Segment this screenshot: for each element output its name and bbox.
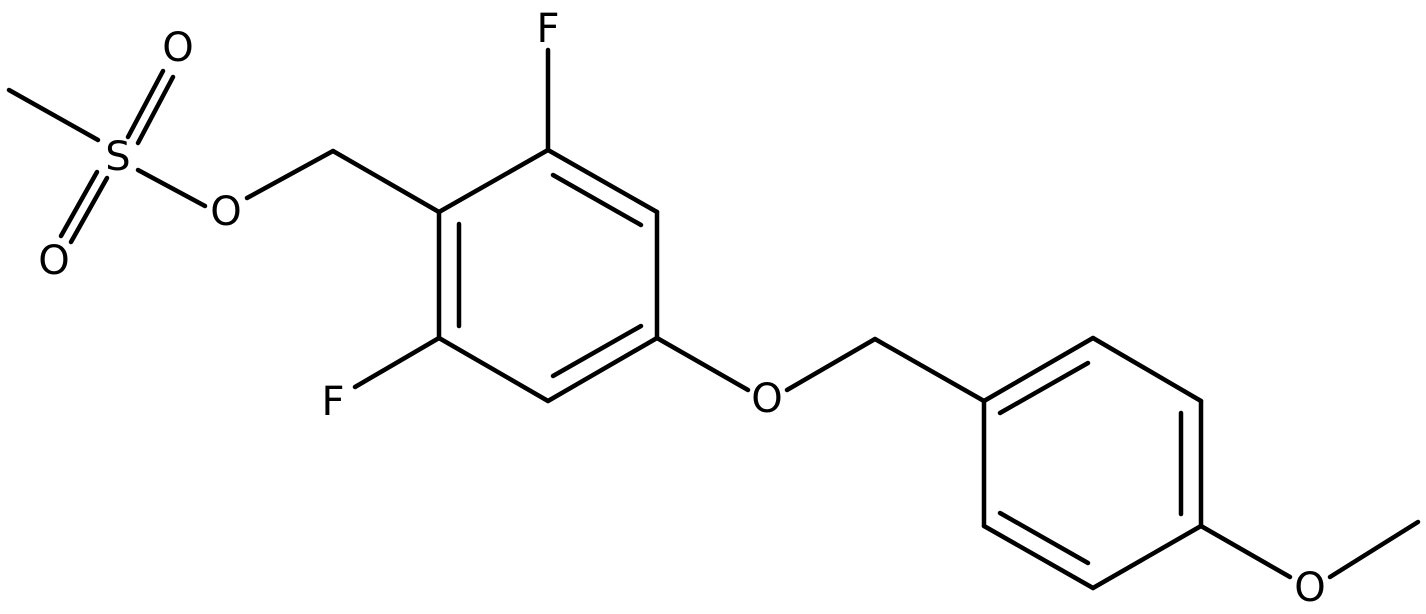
bond-c4-o-methoxy <box>1198 523 1293 580</box>
ring1-bond-c4-c5-inner <box>550 323 644 379</box>
atom-o-methoxy: O <box>1294 565 1325 611</box>
bond-c4-o-ether <box>654 335 751 393</box>
bond-s-o-top-b <box>135 74 176 146</box>
bond-o-ether-ch2 <box>784 336 878 393</box>
bond-s-o-bottom-b <box>68 175 110 245</box>
atom-o-ester: O <box>210 189 241 235</box>
bond-ch2-ring <box>330 148 442 215</box>
atom-f-bottom: F <box>321 379 344 425</box>
ring1-bond-c1-c2 <box>436 147 551 215</box>
bond-c6-f-bottom <box>352 335 442 390</box>
ring1-bond-c2-c3 <box>545 147 660 215</box>
atom-o-sulfonyl-top: O <box>162 25 193 71</box>
bond-s-o-bottom-a <box>58 169 100 239</box>
ring2-bond-c5-c6 <box>981 523 1096 591</box>
ring2-bond-c5-c6-inner <box>997 510 1091 566</box>
atom-o-ether: O <box>751 376 782 422</box>
atom-s: S <box>105 134 130 180</box>
ring2-bond-c2-c3 <box>1090 335 1204 404</box>
ring1-bond-c2-c3-inner <box>550 172 644 228</box>
bond-o-ch2 <box>244 148 336 201</box>
ring2-bond-c1-c2 <box>981 335 1096 404</box>
ring1-bond-c4-c5 <box>545 335 660 404</box>
atom-o-sulfonyl-bottom: O <box>38 238 69 284</box>
ring1-bond-c5-c6 <box>436 335 551 404</box>
bond-ch3-s <box>6 87 101 143</box>
ring2-bond-c4-c5 <box>1090 523 1204 591</box>
bond-ch2-ring2 <box>872 336 987 404</box>
bond-s-o-ester <box>135 167 208 209</box>
atom-f-top: F <box>536 6 559 52</box>
ring2-bond-c1-c2-inner <box>997 360 1091 416</box>
bond-o-methoxy-ch3 <box>1327 519 1421 580</box>
bond-s-o-top-a <box>125 68 166 140</box>
